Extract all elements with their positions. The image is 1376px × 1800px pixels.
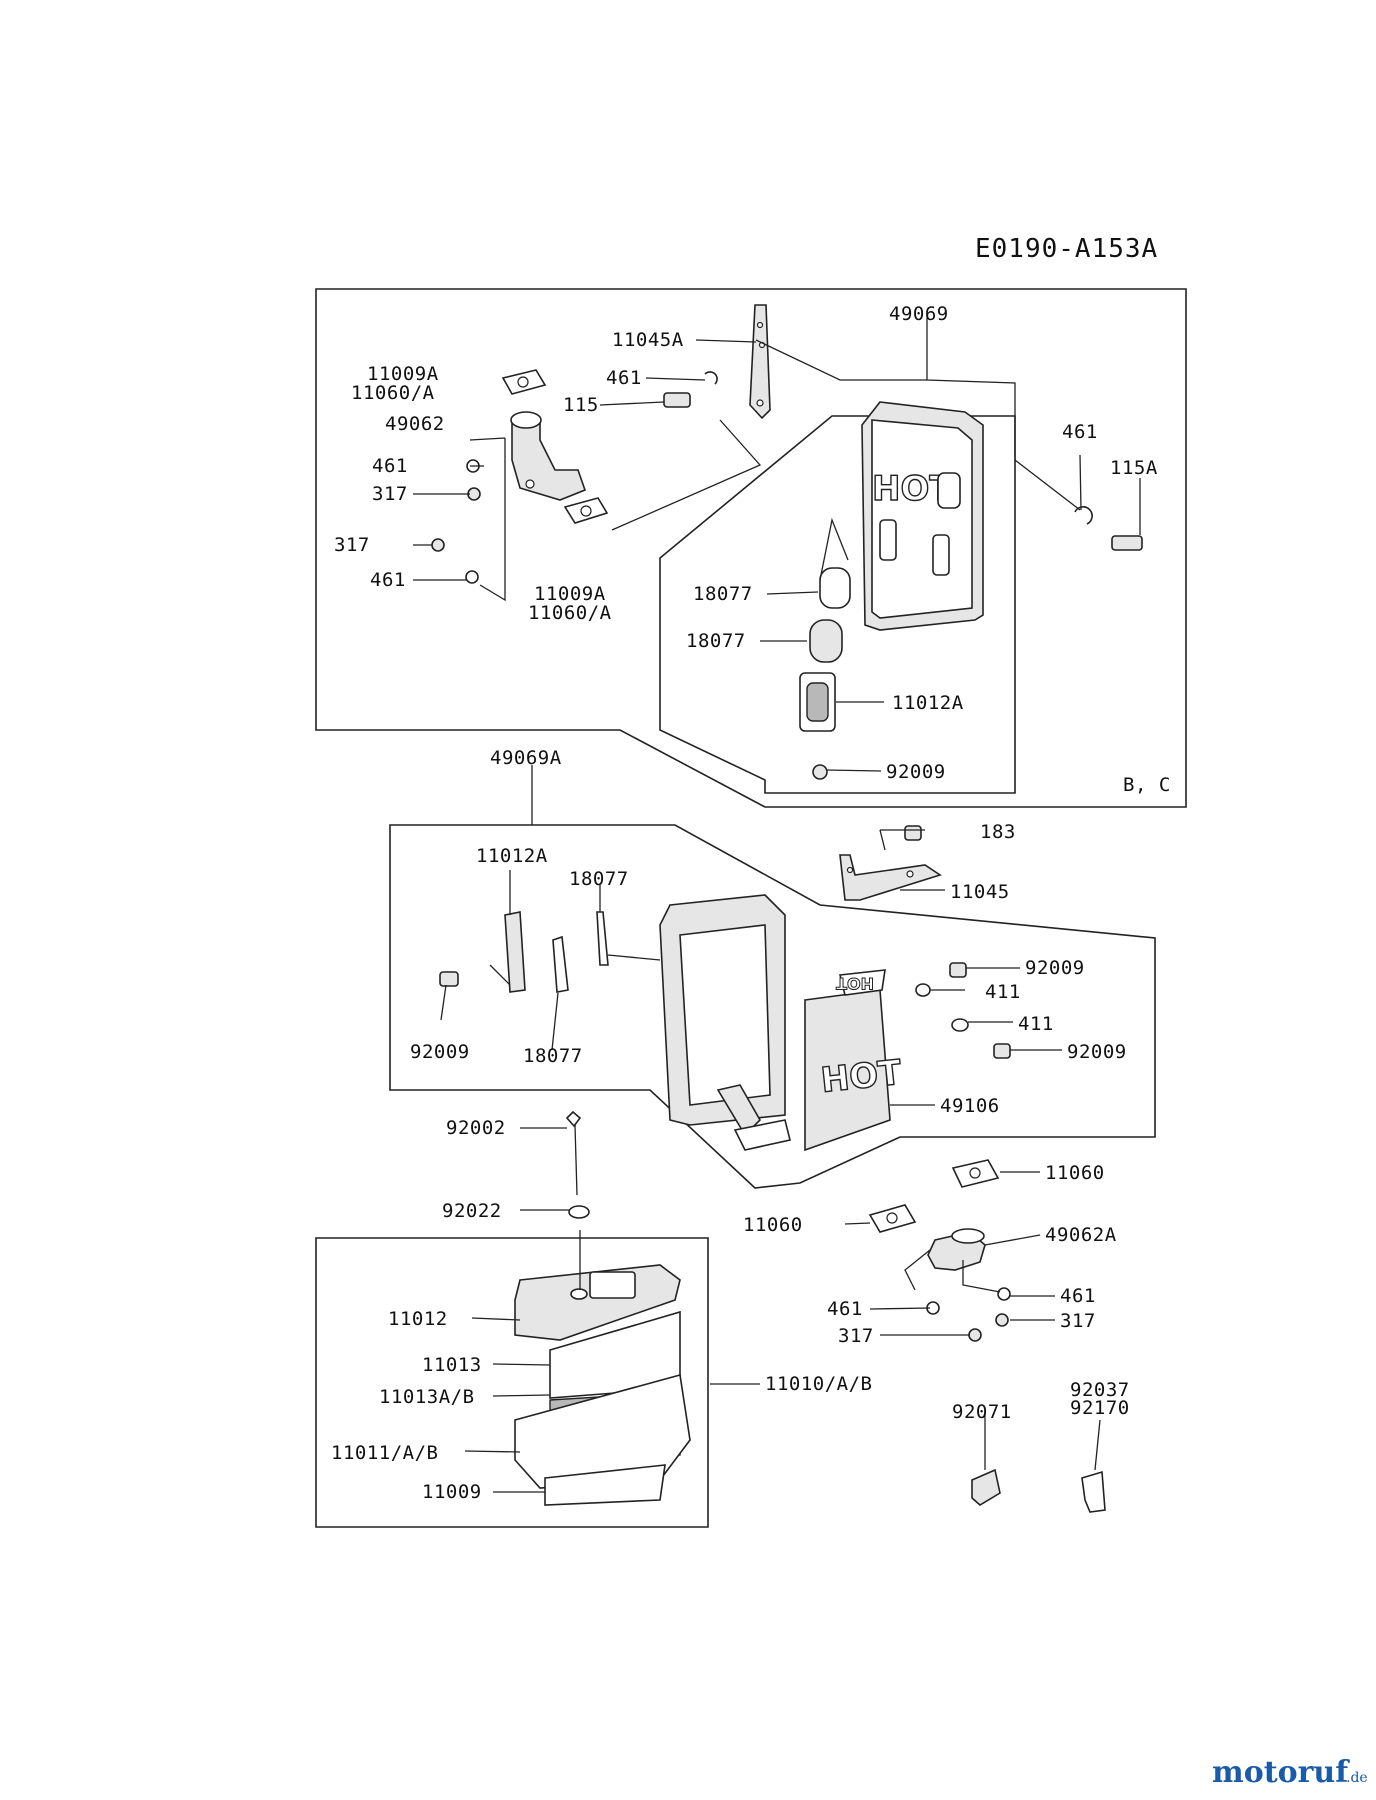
label-11012: 11012 <box>388 1308 448 1330</box>
washer-92022 <box>568 1205 590 1219</box>
label-11045: 11045 <box>950 881 1010 903</box>
label-11009A-top: 11009A <box>367 363 439 385</box>
watermark-brand: motoruf <box>1212 1755 1350 1790</box>
screw-92009-lower-b <box>949 962 967 978</box>
label-461-a: 461 <box>606 367 642 389</box>
nut-317-b <box>431 538 445 552</box>
screw-92009-top <box>812 764 828 780</box>
label-11013: 11013 <box>422 1354 482 1376</box>
label-317-a: 317 <box>372 483 408 505</box>
leader-lines <box>413 315 1141 1493</box>
screen-11012A-lower <box>504 911 526 993</box>
hot-warning-lower: HOT <box>819 1053 904 1101</box>
washer-461-right <box>1074 506 1093 525</box>
cap-92071 <box>971 1468 1001 1506</box>
air-cleaner-cover-11012 <box>514 1264 681 1341</box>
screw-92009-lower-a <box>439 971 459 987</box>
label-92022: 92022 <box>442 1200 502 1222</box>
part-labels: E0190-A153A 49069 11045A 461 115 11009A … <box>331 234 1171 1503</box>
label-11011AB: 11011/A/B <box>331 1442 438 1464</box>
label-18077-b: 18077 <box>686 630 746 652</box>
label-317-b: 317 <box>334 534 370 556</box>
label-11045A: 11045A <box>612 329 684 351</box>
bolt-183 <box>904 825 922 841</box>
label-92002: 92002 <box>446 1117 506 1139</box>
label-92071: 92071 <box>952 1401 1012 1423</box>
label-461-e: 461 <box>827 1298 863 1320</box>
label-49062: 49062 <box>385 413 445 435</box>
wing-bolt-92002 <box>565 1110 582 1128</box>
bracket-11045 <box>839 854 942 901</box>
frame-upper-muffler-inner <box>659 415 1016 794</box>
label-11060-a: 11060 <box>1045 1162 1105 1184</box>
label-49069: 49069 <box>889 303 949 325</box>
label-411-a: 411 <box>985 981 1021 1003</box>
label-92170: 92170 <box>1070 1397 1130 1419</box>
lower-group-parts: HOT HOT <box>439 825 1011 1342</box>
air-cleaner-gasket-11009 <box>544 1464 666 1506</box>
nut-317-c <box>968 1328 982 1342</box>
watermark-suffix: .de <box>1346 1770 1368 1786</box>
label-11012A-top: 11012A <box>892 692 964 714</box>
label-92009-c: 92009 <box>410 1041 470 1063</box>
label-11060-b: 11060 <box>743 1214 803 1236</box>
label-11009: 11009 <box>422 1481 482 1503</box>
label-411-b: 411 <box>1018 1013 1054 1035</box>
exhaust-pipe-49062 <box>511 417 587 501</box>
label-18077-a: 18077 <box>693 583 753 605</box>
gasket-18077-lower-b <box>596 911 609 966</box>
muffler-outlet-pipe <box>716 1084 761 1137</box>
air-cleaner-parts <box>514 1110 1106 1513</box>
label-18077-c: 18077 <box>569 868 629 890</box>
watermark: motoruf .de <box>1212 1755 1368 1790</box>
washer-461-d <box>997 1287 1011 1301</box>
bolt-115A <box>1111 535 1143 551</box>
washer-461-c <box>465 570 479 584</box>
washer-461-a <box>704 371 718 385</box>
label-115: 115 <box>563 394 599 416</box>
gasket-18077-upper-a <box>819 567 851 609</box>
hot-warning-small: HOT <box>836 974 874 993</box>
frame-upper-muffler-group <box>315 288 1187 808</box>
upper-group-parts: HOT <box>431 304 1143 780</box>
label-183: 183 <box>980 821 1016 843</box>
nut-317-d <box>995 1313 1009 1327</box>
frame-air-cleaner-group <box>315 1237 709 1528</box>
label-461-c: 461 <box>370 569 406 591</box>
label-92037: 92037 <box>1070 1379 1130 1401</box>
diagram-code: E0190-A153A <box>975 234 1158 264</box>
label-317-c: 317 <box>838 1325 874 1347</box>
label-49069A: 49069A <box>490 747 562 769</box>
screw-92009-lower-c <box>993 1043 1011 1059</box>
label-49106: 49106 <box>940 1095 1000 1117</box>
label-11010AB: 11010/A/B <box>765 1373 872 1395</box>
label-115A: 115A <box>1110 457 1158 479</box>
label-11012A-mid: 11012A <box>476 845 548 867</box>
label-461-right: 461 <box>1062 421 1098 443</box>
label-11060A-top: 11060/A <box>351 382 435 404</box>
washer-411-a <box>915 983 931 997</box>
label-11013AB: 11013A/B <box>379 1386 475 1408</box>
label-92009-top: 92009 <box>886 761 946 783</box>
label-317-d: 317 <box>1060 1310 1096 1332</box>
label-92009-b: 92009 <box>1067 1041 1127 1063</box>
label-11060A-mid: 11060/A <box>528 602 612 624</box>
label-92009-a: 92009 <box>1025 957 1085 979</box>
label-variant-note: B, C <box>1123 774 1171 796</box>
gasket-18077-upper-b <box>809 619 843 663</box>
group-frames <box>315 288 1187 1528</box>
bracket-11045A <box>749 304 771 420</box>
clip-92037-92170 <box>1081 1470 1106 1513</box>
label-18077-d: 18077 <box>523 1045 583 1067</box>
label-11009A-mid: 11009A <box>534 583 606 605</box>
gasket-18077-lower-a <box>552 935 569 993</box>
bolt-115 <box>663 392 691 408</box>
washer-411-b <box>951 1018 969 1032</box>
label-49062A: 49062A <box>1045 1224 1117 1246</box>
label-461-d: 461 <box>1060 1285 1096 1307</box>
frame-lower-muffler-group <box>389 824 1156 1189</box>
label-461-b: 461 <box>372 455 408 477</box>
